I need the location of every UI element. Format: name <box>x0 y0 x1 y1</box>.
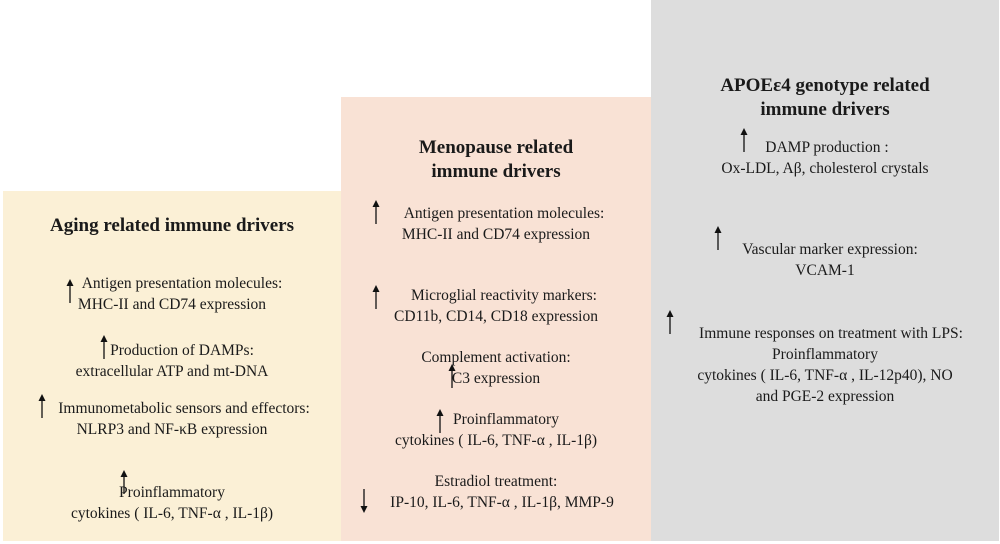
aging-title: Aging related immune drivers <box>50 215 294 236</box>
menopause-item-microglial: Microglial reactivity markers: CD11b, CD… <box>341 285 651 327</box>
down-arrow-icon <box>359 489 369 513</box>
up-arrow-icon <box>447 364 457 388</box>
item-line: Vascular marker expression: <box>742 241 918 258</box>
aging-item-damps: Production of DAMPs: extracellular ATP a… <box>3 340 341 382</box>
apoe-item-lps: Immune responses on treatment with LPS: … <box>651 323 999 407</box>
up-arrow-icon <box>99 335 109 359</box>
item-line: extracellular ATP and mt-DNA <box>75 363 269 380</box>
up-arrow-icon <box>665 310 675 334</box>
up-arrow-icon <box>37 394 47 418</box>
item-line: MHC-II and CD74 expression <box>401 226 591 243</box>
item-line: Immunometabolic sensors and effectors: <box>58 400 310 417</box>
up-arrow-icon <box>65 279 75 303</box>
aging-item-immunometabolic: Immunometabolic sensors and effectors: N… <box>3 398 341 440</box>
item-line: Estradiol treatment: <box>434 473 558 490</box>
item-line: and PGE-2 expression <box>755 388 895 405</box>
menopause-item-complement: Complement activation: C3 expression <box>341 347 651 389</box>
menopause-item-antigen: Antigen presentation molecules: MHC-II a… <box>341 203 651 245</box>
item-line: DAMP production : <box>765 139 889 156</box>
item-line: Proinflammatory <box>772 346 878 363</box>
menopause-title-line: immune drivers <box>431 161 561 182</box>
item-line: Antigen presentation molecules: <box>403 205 605 222</box>
up-arrow-icon <box>119 470 129 494</box>
item-line: cytokines ( IL-6, TNF-α , IL-12p40), NO <box>697 367 953 384</box>
menopause-item-estradiol: Estradiol treatment: IP-10, IL-6, TNF-α … <box>341 471 651 513</box>
item-line: IP-10, IL-6, TNF-α , IL-1β, MMP-9 <box>390 494 614 511</box>
aging-item-antigen: Antigen presentation molecules: MHC-II a… <box>3 273 341 315</box>
item-line: Immune responses on treatment with LPS: <box>699 325 963 342</box>
item-line: Ox-LDL, Aβ, cholesterol crystals <box>721 160 929 177</box>
item-line: CD11b, CD14, CD18 expression <box>394 308 598 325</box>
apoe-title-line: APOEε4 genotype related <box>720 75 930 96</box>
up-arrow-icon <box>371 200 381 224</box>
item-line: MHC-II and CD74 expression <box>77 296 267 313</box>
item-line: cytokines ( IL-6, TNF-α , IL-1β) <box>394 432 598 449</box>
aging-item-cytokines: Proinflammatory cytokines ( IL-6, TNF-α … <box>3 482 341 524</box>
item-line: Production of DAMPs: <box>110 342 254 359</box>
apoe-title-line: immune drivers <box>760 99 890 120</box>
up-arrow-icon <box>371 285 381 309</box>
menopause-panel: Menopause related immune drivers Antigen… <box>341 97 651 541</box>
item-line: Proinflammatory <box>453 411 559 428</box>
item-line: Microglial reactivity markers: <box>411 287 597 304</box>
item-line: cytokines ( IL-6, TNF-α , IL-1β) <box>70 505 274 522</box>
item-line: Antigen presentation molecules: <box>81 275 283 292</box>
apoe-panel: APOEε4 genotype related immune drivers D… <box>651 0 999 541</box>
menopause-title: Menopause related immune drivers <box>341 136 651 184</box>
apoe-title: APOEε4 genotype related immune drivers <box>651 74 999 122</box>
up-arrow-icon <box>435 409 445 433</box>
item-line: C3 expression <box>451 370 541 387</box>
menopause-item-cytokines: Proinflammatory cytokines ( IL-6, TNF-α … <box>341 409 651 451</box>
up-arrow-icon <box>739 128 749 152</box>
aging-panel: Aging related immune drivers Antigen pre… <box>3 191 341 541</box>
item-line: NLRP3 and NF-κB expression <box>76 421 268 438</box>
item-line: VCAM-1 <box>795 262 855 279</box>
apoe-item-vascular: Vascular marker expression: VCAM-1 <box>651 239 999 281</box>
apoe-item-damp: DAMP production : Ox-LDL, Aβ, cholestero… <box>651 137 999 179</box>
up-arrow-icon <box>713 226 723 250</box>
item-line: Proinflammatory <box>119 484 225 501</box>
menopause-title-line: Menopause related <box>418 137 574 158</box>
item-line: Complement activation: <box>421 349 571 366</box>
